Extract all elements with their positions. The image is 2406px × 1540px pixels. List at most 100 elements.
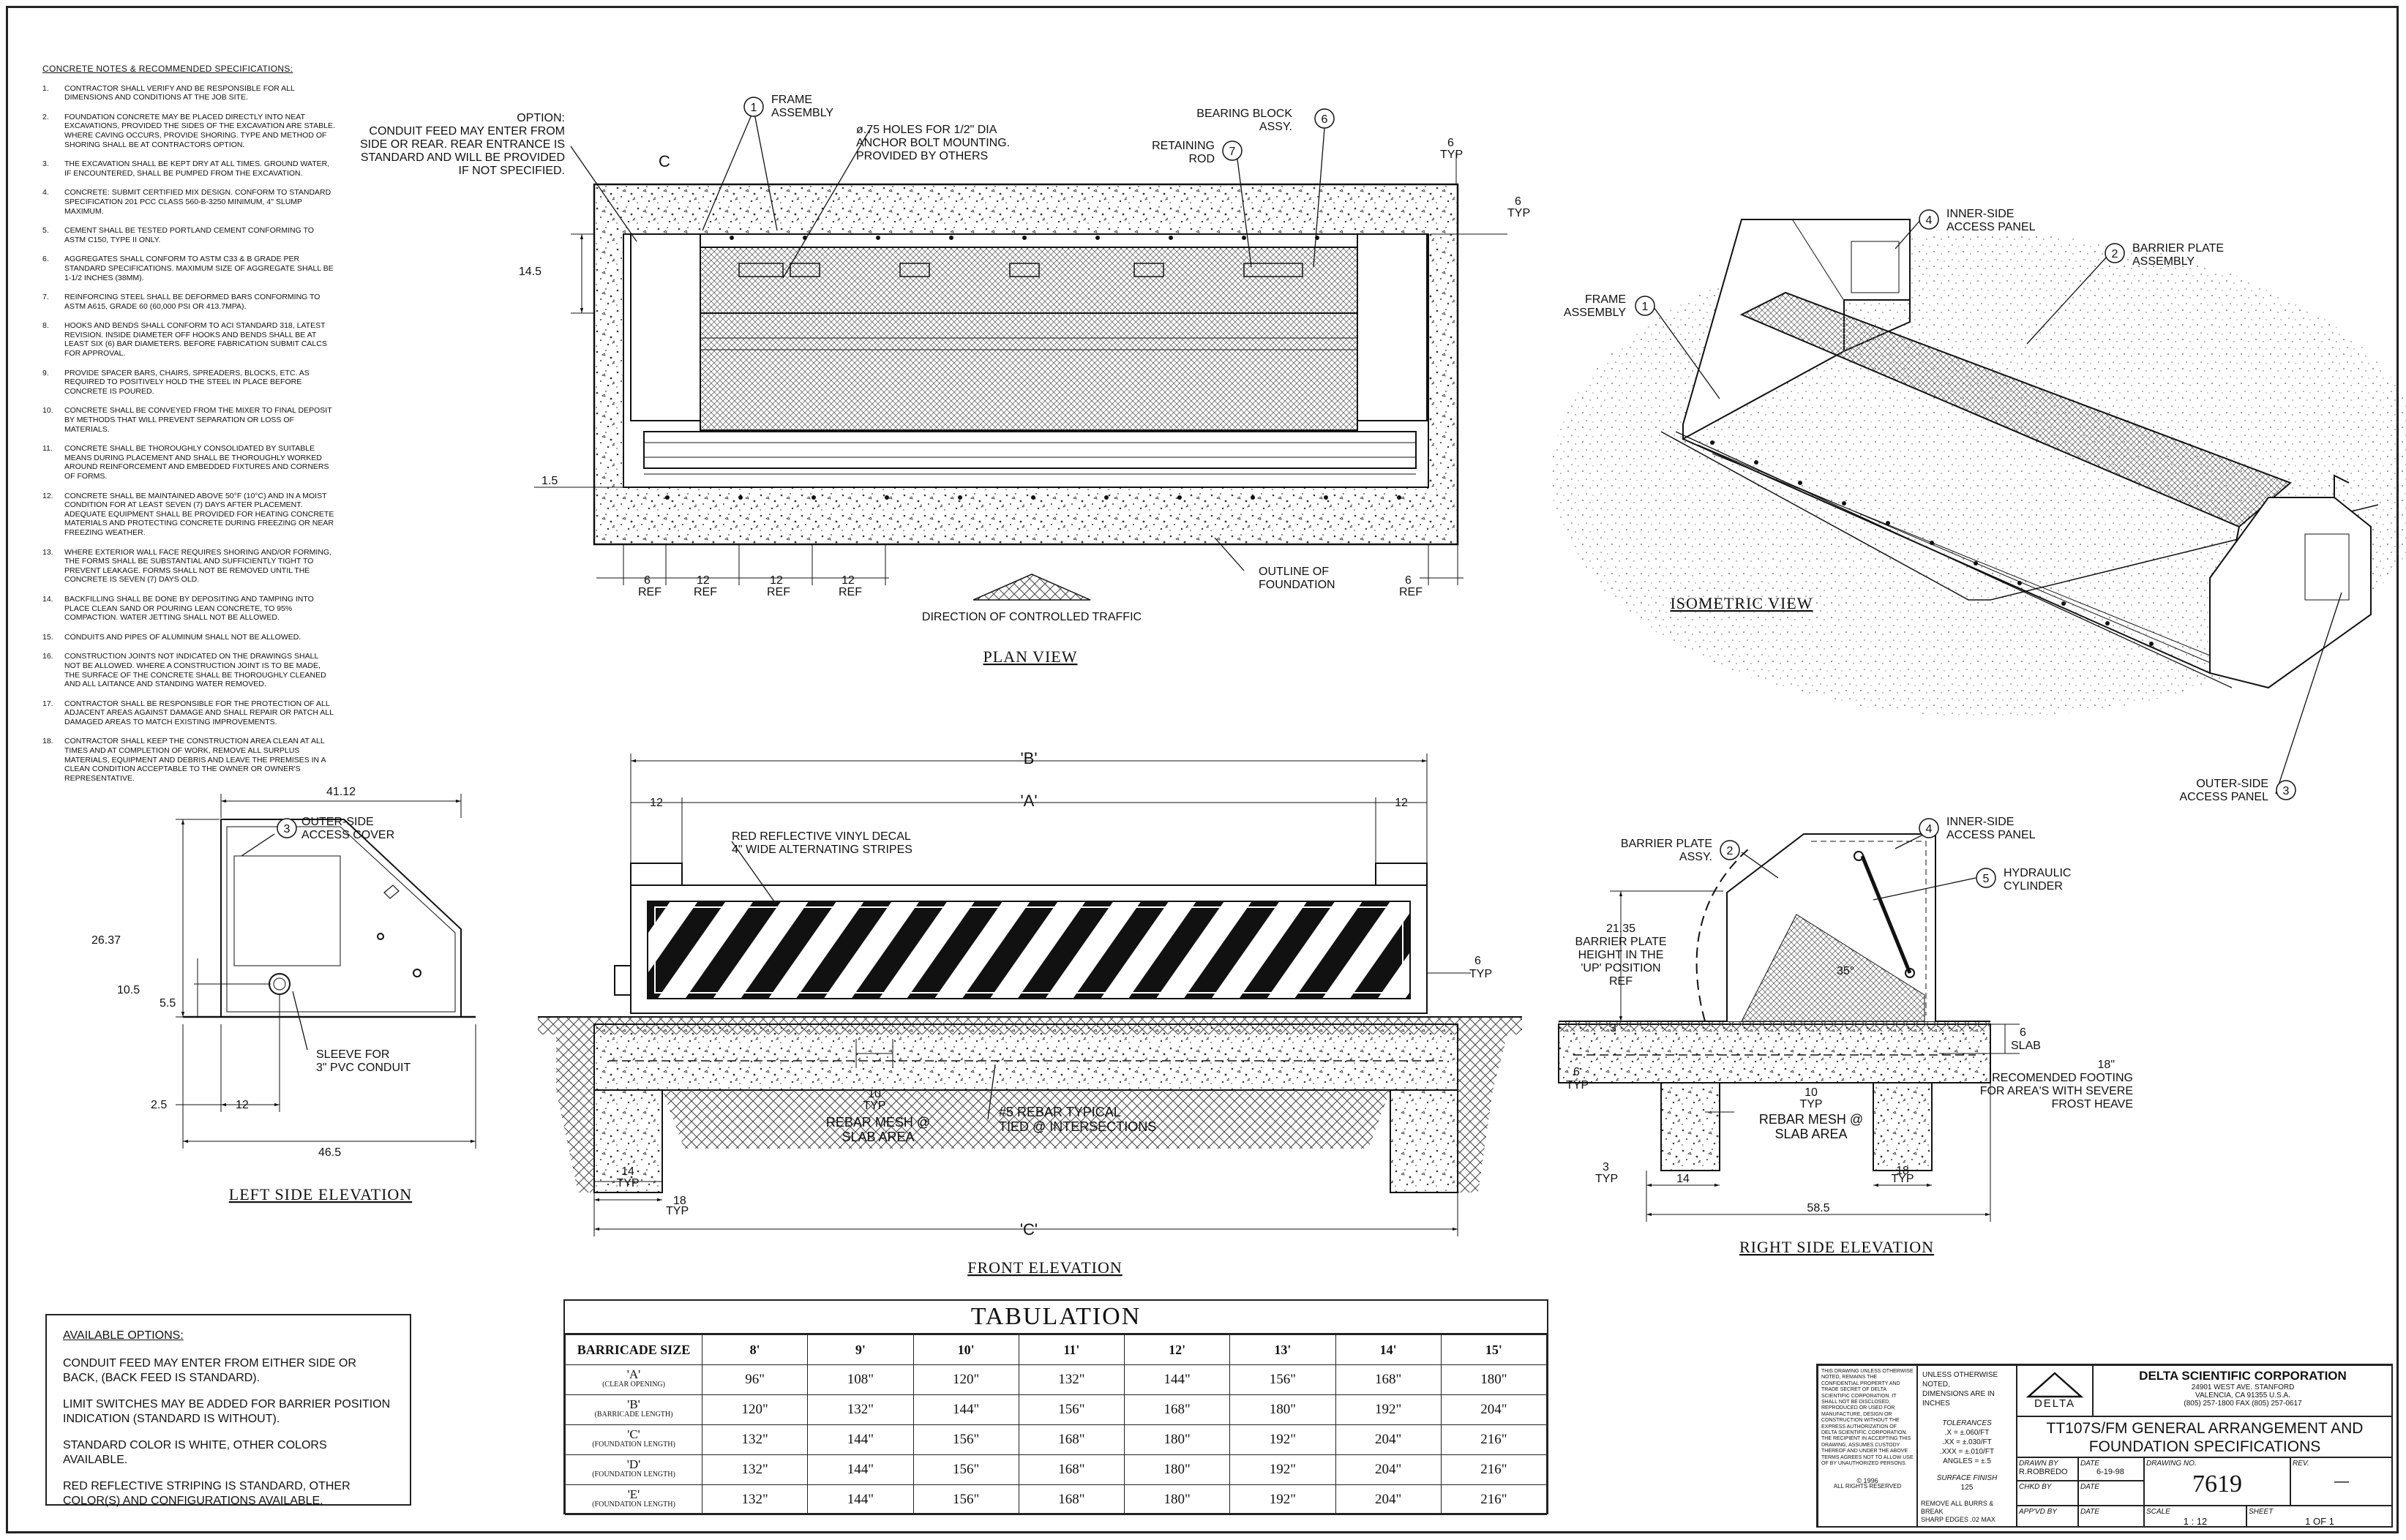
svg-text:TYP: TYP	[1799, 1098, 1822, 1111]
svg-text:TYP: TYP	[666, 1205, 689, 1217]
svg-text:FOUNDATION: FOUNDATION	[1259, 579, 1335, 591]
table-cell: 192"	[1229, 1424, 1336, 1455]
note-text: Foundation concrete may be placed direct…	[64, 112, 335, 149]
barricade-size-header: BARRICADE SIZE	[565, 1334, 702, 1365]
date-value: 6-19-98	[2096, 1468, 2124, 1476]
table-cell: 132"	[701, 1454, 809, 1485]
svg-text:ASSEMBLY: ASSEMBLY	[2132, 255, 2195, 268]
svg-text:5.5: 5.5	[160, 997, 176, 1010]
size-header: 9'	[807, 1334, 914, 1365]
svg-text:REF: REF	[1399, 586, 1423, 598]
svg-text:6: 6	[1405, 574, 1412, 587]
svg-text:12: 12	[650, 797, 663, 809]
table-row: 'D'(FOUNDATION LENGTH)132"144"156"168"18…	[565, 1454, 1548, 1485]
table-cell: 156"	[1018, 1394, 1125, 1425]
svg-text:IF NOT SPECIFIED.: IF NOT SPECIFIED.	[459, 165, 566, 177]
svg-text:INNER-SIDE: INNER-SIDE	[1946, 208, 2014, 220]
svg-text:SLAB AREA: SLAB AREA	[842, 1130, 914, 1144]
unless-noted-units: DIMENSIONS ARE IN INCHES	[1922, 1390, 1995, 1408]
table-row: 'B'(BARRICADE LENGTH)120"132"144"156"168…	[565, 1394, 1548, 1425]
svg-text:SLAB: SLAB	[2011, 1040, 2041, 1052]
note-number: 17.	[42, 699, 53, 708]
svg-text:12: 12	[1395, 797, 1408, 809]
svg-text:BARRIER PLATE: BARRIER PLATE	[1621, 838, 1712, 850]
svg-text:12: 12	[236, 1099, 249, 1111]
row-label: 'D'(FOUNDATION LENGTH)	[565, 1454, 702, 1485]
table-cell: 132"	[807, 1394, 914, 1425]
svg-text:ROD: ROD	[1188, 153, 1215, 165]
svg-text:1: 1	[1642, 301, 1649, 313]
concrete-note: 8.Hooks and bends shall conform to ACI s…	[42, 321, 335, 358]
svg-text:FOR AREA'S WITH SEVERE: FOR AREA'S WITH SEVERE	[1980, 1085, 2133, 1097]
drawing-no-label: DRAWING NO.	[2146, 1460, 2197, 1468]
surface-finish-label: SURFACE FINISH	[1936, 1474, 1998, 1482]
concrete-note: 11.Concrete shall be thoroughly consolid…	[42, 444, 335, 481]
note-text: Where exterior wall face requires shorin…	[64, 547, 332, 585]
svg-text:'C': 'C'	[1020, 1220, 1038, 1239]
approved-by-label: APP'VD BY	[2017, 1506, 2078, 1528]
delta-logo-icon	[2025, 1372, 2084, 1398]
row-desc: (BARRICADE LENGTH)	[594, 1411, 673, 1419]
size-header: 11'	[1018, 1334, 1125, 1365]
note-number: 12.	[42, 491, 53, 500]
svg-text:TYP: TYP	[1891, 1173, 1914, 1185]
svg-text:SLEEVE FOR: SLEEVE FOR	[316, 1048, 389, 1061]
note-number: 10.	[42, 406, 53, 416]
note-text: Contractor shall keep the construction a…	[64, 737, 326, 783]
note-number: 14.	[42, 594, 53, 604]
table-cell: 180"	[1123, 1454, 1231, 1485]
svg-text:6: 6	[1447, 137, 1454, 149]
svg-text:6: 6	[644, 574, 651, 587]
svg-text:4: 4	[1926, 214, 1933, 227]
svg-text:OPTION:: OPTION:	[517, 112, 565, 124]
row-desc: (FOUNDATION LENGTH)	[592, 1441, 675, 1449]
table-cell: 180"	[1123, 1484, 1231, 1515]
table-cell: 180"	[1440, 1364, 1548, 1395]
table-row: 'E'(FOUNDATION LENGTH)132"144"156"168"18…	[565, 1484, 1548, 1515]
table-cell: 168"	[1018, 1484, 1125, 1515]
svg-text:REF: REF	[767, 586, 790, 598]
table-cell: 168"	[1018, 1454, 1125, 1485]
table-cell: 216"	[1440, 1454, 1548, 1485]
svg-text:12: 12	[842, 574, 855, 587]
table-cell: 144"	[807, 1454, 914, 1485]
svg-text:10: 10	[868, 1088, 881, 1100]
svg-text:BARRIER PLATE: BARRIER PLATE	[1575, 936, 1666, 948]
tolerance-2: .XX = ±.030/FT	[1942, 1438, 1992, 1446]
svg-text:ø.75 HOLES FOR 1/2" DIA: ø.75 HOLES FOR 1/2" DIA	[856, 124, 997, 136]
note-text: Concrete: Submit certified mix design. C…	[64, 188, 331, 216]
svg-text:ASSEMBLY: ASSEMBLY	[771, 107, 833, 119]
table-cell: 144"	[912, 1394, 1019, 1425]
table-cell: 144"	[807, 1484, 914, 1515]
svg-text:5: 5	[1983, 873, 1990, 885]
concrete-note: 1.Contractor shall verify and be respons…	[42, 84, 335, 102]
svg-text:RETAINING: RETAINING	[1152, 140, 1215, 152]
svg-text:ACCESS PANEL: ACCESS PANEL	[1946, 221, 2036, 233]
tolerance-3: .XXX = ±.010/FT	[1939, 1448, 1995, 1456]
concrete-note: 6.Aggregates shall conform to ASTM C33 &…	[42, 255, 335, 282]
size-header: 12'	[1123, 1334, 1231, 1365]
concrete-note: 17.Contractor shall be responsible for t…	[42, 699, 335, 727]
svg-text:46.5: 46.5	[318, 1146, 341, 1159]
tolerance-1: .X = ±.060/FT	[1944, 1429, 1990, 1437]
svg-text:CONDUIT FEED MAY ENTER FROM: CONDUIT FEED MAY ENTER FROM	[369, 125, 565, 138]
drawn-by-value: R.ROBREDO	[2019, 1468, 2068, 1476]
row-code: 'D'	[626, 1457, 641, 1471]
table-cell: 216"	[1440, 1484, 1548, 1515]
note-text: Cement shall be tested portland cement c…	[64, 226, 314, 244]
option-item: Limit switches may be added for barrier …	[63, 1398, 391, 1425]
svg-text:14: 14	[1676, 1173, 1690, 1185]
concrete-note: 4.Concrete: Submit certified mix design.…	[42, 188, 335, 216]
svg-text:DIRECTION OF CONTROLLED TRAFFI: DIRECTION OF CONTROLLED TRAFFIC	[922, 611, 1142, 623]
svg-text:PROVIDED BY OTHERS: PROVIDED BY OTHERS	[856, 150, 988, 162]
note-text: Contractor shall verify and be responsib…	[64, 83, 295, 102]
svg-text:10.5: 10.5	[117, 984, 140, 996]
svg-text:6: 6	[2020, 1026, 2026, 1039]
drawn-by-label: DRAWN BY	[2019, 1460, 2058, 1468]
rev-value: —	[2334, 1473, 2349, 1490]
svg-text:14: 14	[621, 1165, 634, 1178]
iso-view-title: ISOMETRIC VIEW	[1670, 594, 1813, 612]
note-number: 3.	[42, 159, 49, 169]
copyright: © 1996	[1856, 1476, 1878, 1484]
table-cell: 216"	[1440, 1424, 1548, 1455]
